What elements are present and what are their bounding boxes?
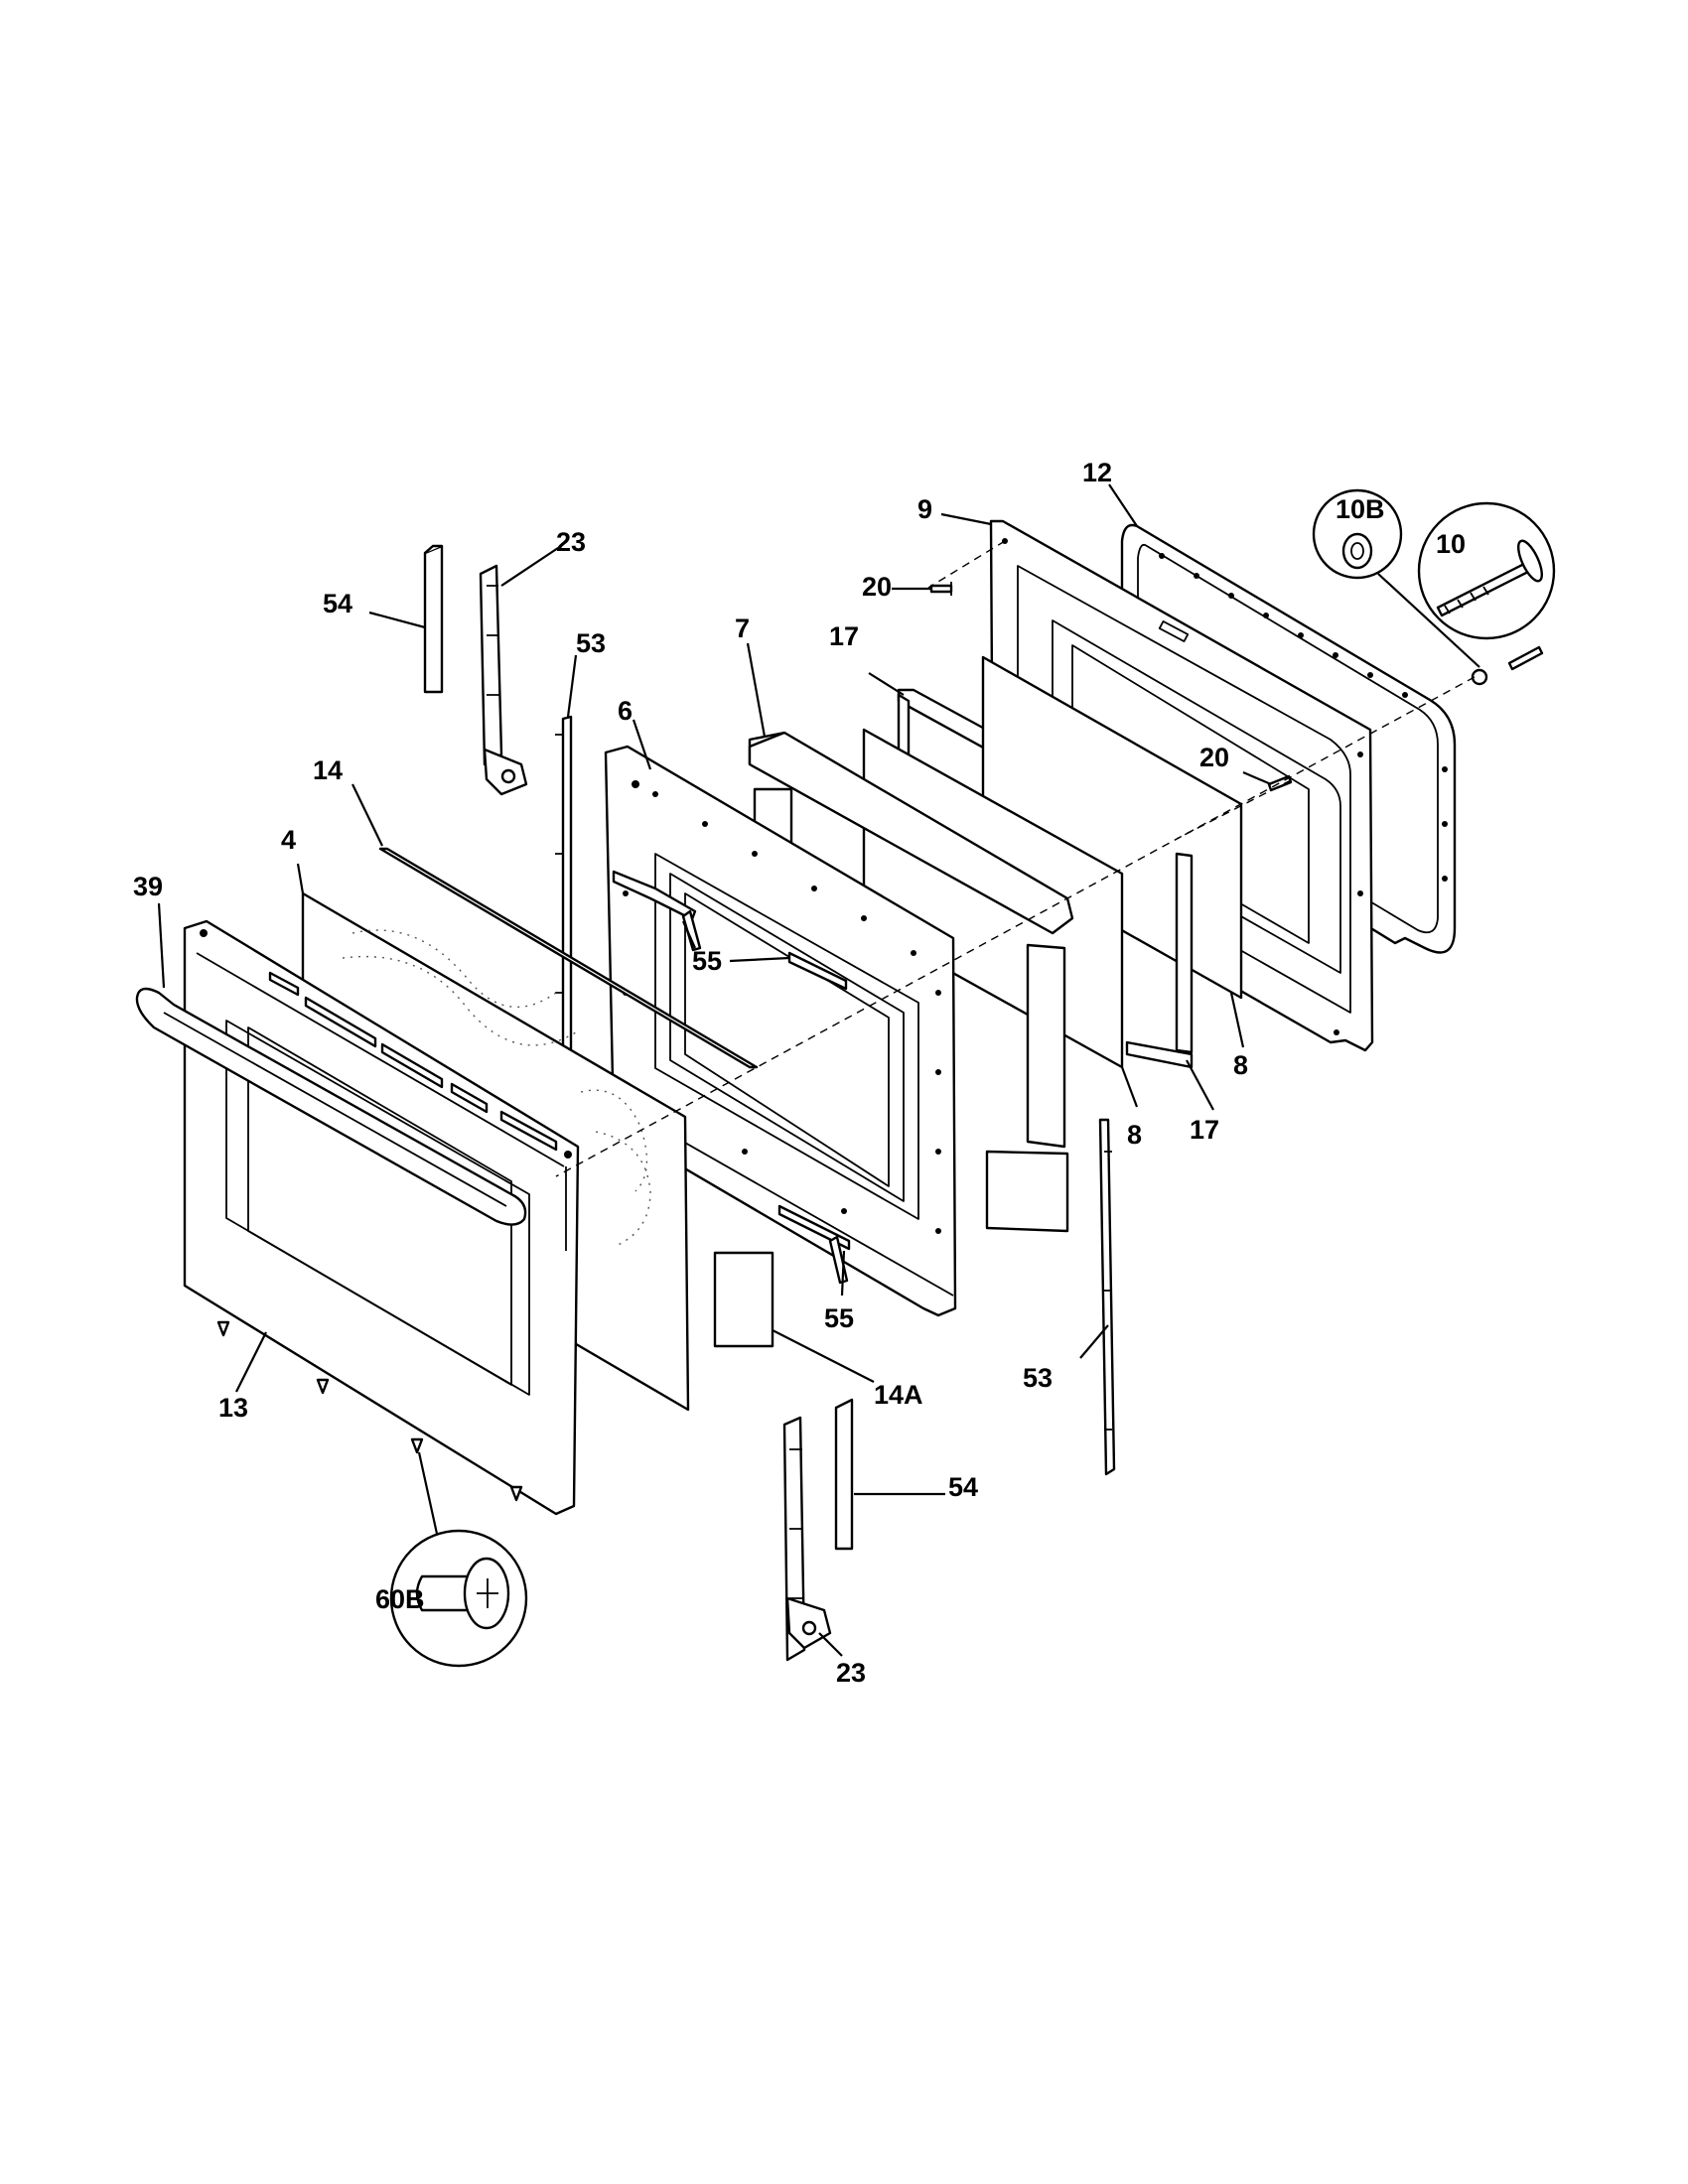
callout-14: 14 xyxy=(313,755,344,785)
part-55-mid-bracket[interactable] xyxy=(612,870,848,991)
callout-39: 39 xyxy=(133,872,164,901)
callout-9: 9 xyxy=(917,494,933,524)
callout-53-bottom: 53 xyxy=(1023,1363,1054,1393)
part-54-top-receptacle[interactable] xyxy=(423,544,444,694)
callout-55-bottom: 55 xyxy=(824,1303,855,1333)
leader-lines xyxy=(157,483,1480,1657)
part-54-bottom-receptacle[interactable] xyxy=(834,1398,854,1551)
callout-54-bottom: 54 xyxy=(948,1472,979,1502)
part-23-bottom-hinge[interactable] xyxy=(782,1416,832,1662)
callout-10b: 10B xyxy=(1336,494,1385,524)
callout-17-bottom: 17 xyxy=(1190,1115,1220,1145)
callout-53-top: 53 xyxy=(576,628,607,658)
part-10-screw-assembly[interactable] xyxy=(1471,645,1544,686)
callout-10: 10 xyxy=(1436,529,1467,559)
callout-54-top: 54 xyxy=(323,589,353,618)
callout-4: 4 xyxy=(281,825,297,855)
detail-60b-screw xyxy=(389,1529,528,1668)
callout-23-top: 23 xyxy=(556,527,587,557)
callout-8-right: 8 xyxy=(1233,1050,1249,1080)
door-bottom-screws xyxy=(216,1320,523,1502)
detail-10b-washer xyxy=(1312,488,1403,580)
callout-20-mid: 20 xyxy=(1199,743,1230,772)
alignment-lines xyxy=(555,540,1476,1177)
callout-8-mid: 8 xyxy=(1127,1120,1143,1150)
part-17-bottom-retainer[interactable] xyxy=(1125,852,1194,1069)
callout-20-top: 20 xyxy=(862,572,893,602)
part-39-handle[interactable] xyxy=(135,987,527,1226)
callout-6: 6 xyxy=(618,696,633,726)
part-14-vent-strip[interactable] xyxy=(378,847,759,1069)
part-53-bottom-trim[interactable] xyxy=(1098,1118,1116,1476)
callout-14a: 14A xyxy=(874,1380,923,1410)
callout-55-mid: 55 xyxy=(692,946,723,976)
callout-12: 12 xyxy=(1082,458,1113,487)
callout-17-top: 17 xyxy=(829,621,860,651)
part-20-top-screw[interactable] xyxy=(929,582,953,596)
callout-13: 13 xyxy=(218,1393,249,1423)
part-23-top-hinge[interactable] xyxy=(479,564,528,796)
callout-23-bottom: 23 xyxy=(836,1658,867,1688)
callout-7: 7 xyxy=(735,614,751,643)
callout-60b: 60B xyxy=(375,1584,425,1614)
part-14a-panel[interactable] xyxy=(713,1251,774,1348)
detail-10-bolt xyxy=(1417,501,1556,640)
